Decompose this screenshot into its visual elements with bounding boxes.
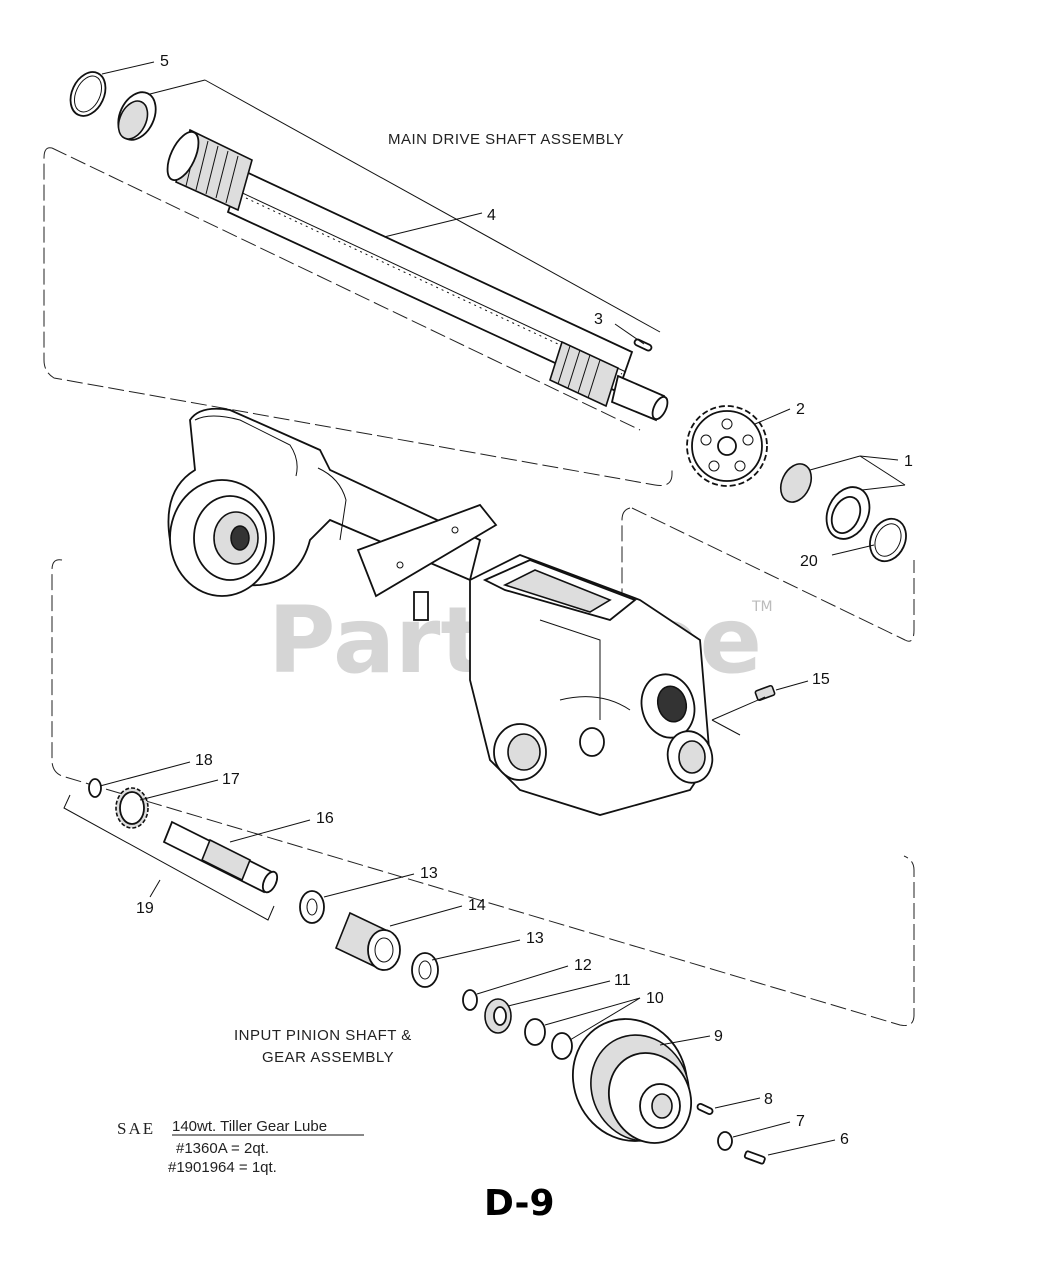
page-code: D-9 bbox=[484, 1183, 555, 1224]
part-18-clip bbox=[88, 778, 102, 798]
part-7-washer bbox=[717, 1131, 733, 1151]
watermark-tm: TM bbox=[751, 599, 773, 615]
callout-numbers: 5 4 3 2 1 20 15 18 17 16 19 13 14 13 12 … bbox=[136, 53, 913, 1148]
callout-9: 9 bbox=[714, 1028, 723, 1045]
shaft-assembly-outline bbox=[43, 147, 673, 486]
lube-qty-2: #1901964 = 1qt. bbox=[168, 1159, 277, 1176]
part-5-retaining-ring bbox=[69, 71, 107, 117]
part-20-snap-ring bbox=[869, 517, 907, 563]
input-pinion-title-line2: GEAR ASSEMBLY bbox=[262, 1049, 394, 1066]
part-11-bearing bbox=[484, 998, 512, 1034]
callout-20: 20 bbox=[800, 553, 818, 570]
part-17-pinion-gear bbox=[115, 787, 149, 829]
lube-spec: SAE 140wt. Tiller Gear Lube #1360A = 2qt… bbox=[117, 1118, 364, 1176]
part-13-washer-b bbox=[411, 952, 439, 988]
callout-8: 8 bbox=[764, 1091, 773, 1108]
part-13-washer-a bbox=[299, 890, 325, 924]
shaft-assembly-outline-top bbox=[51, 147, 641, 431]
callout-10: 10 bbox=[646, 990, 664, 1007]
callout-7: 7 bbox=[796, 1113, 805, 1130]
callout-19: 19 bbox=[136, 900, 154, 917]
gearbox-outline bbox=[51, 559, 915, 1026]
callout-1: 1 bbox=[904, 453, 913, 470]
lube-sae: SAE bbox=[117, 1119, 155, 1138]
callout-2: 2 bbox=[796, 401, 805, 418]
part-12-clip bbox=[462, 989, 478, 1011]
callout-4: 4 bbox=[487, 207, 496, 224]
lube-product: 140wt. Tiller Gear Lube bbox=[172, 1118, 327, 1135]
part-5-bearing-cup bbox=[117, 91, 157, 141]
gearbox-housing bbox=[469, 554, 714, 816]
callout-13a: 13 bbox=[420, 865, 438, 882]
tine-housing bbox=[167, 407, 498, 621]
input-pinion-title-line1: INPUT PINION SHAFT & bbox=[234, 1027, 412, 1044]
callout-5: 5 bbox=[160, 53, 169, 70]
part-16-pinion-shaft bbox=[162, 820, 279, 894]
callout-15: 15 bbox=[812, 671, 830, 688]
leader-lines bbox=[63, 61, 906, 1156]
part-8-key bbox=[696, 1102, 714, 1116]
callout-12: 12 bbox=[574, 957, 592, 974]
part-4-main-drive-shaft bbox=[166, 128, 669, 422]
callout-6: 6 bbox=[840, 1131, 849, 1148]
callout-18: 18 bbox=[195, 752, 213, 769]
shaft-worm-gear-left bbox=[166, 128, 253, 212]
callout-13b: 13 bbox=[526, 930, 544, 947]
part-1-bearing bbox=[779, 463, 871, 540]
part-2-spur-gear bbox=[686, 405, 768, 487]
part-14-bushing bbox=[334, 911, 401, 971]
callout-17: 17 bbox=[222, 771, 240, 788]
part-6-bolt bbox=[743, 1150, 766, 1165]
callout-14: 14 bbox=[468, 897, 486, 914]
main-drive-shaft-title: MAIN DRIVE SHAFT ASSEMBLY bbox=[388, 131, 624, 148]
part-9-pulley bbox=[571, 1018, 693, 1144]
shaft-worm-gear-right bbox=[549, 340, 619, 408]
part-10-washers bbox=[524, 1018, 573, 1060]
lube-qty-1: #1360A = 2qt. bbox=[176, 1140, 269, 1157]
callout-3: 3 bbox=[594, 311, 603, 328]
part-15-set-screw bbox=[754, 684, 776, 702]
part-3-key bbox=[633, 338, 653, 352]
bearing-outline bbox=[621, 507, 915, 642]
callout-11: 11 bbox=[614, 972, 631, 989]
callout-16: 16 bbox=[316, 810, 334, 827]
